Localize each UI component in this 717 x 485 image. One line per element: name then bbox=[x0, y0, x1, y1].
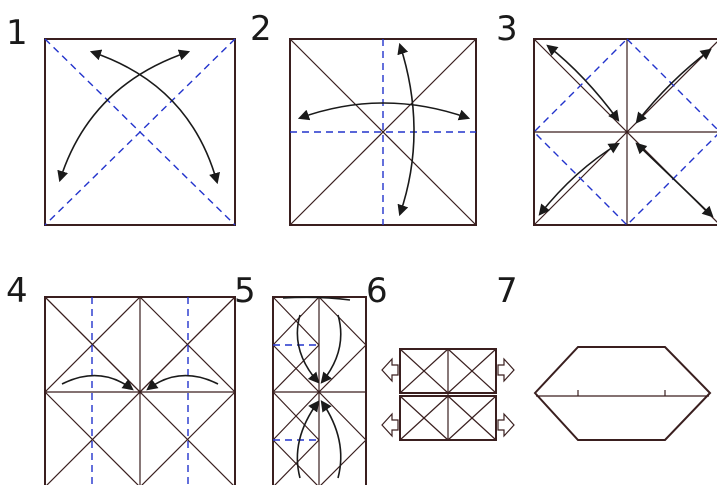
step-number-6: 6 bbox=[366, 271, 388, 311]
pull-out-arrow-icon bbox=[381, 412, 399, 438]
crease-line bbox=[274, 439, 320, 485]
fold-unfold-arrow bbox=[57, 49, 191, 183]
crease-line bbox=[318, 296, 367, 346]
crease-line bbox=[399, 348, 449, 394]
pull-out-arrow-icon bbox=[497, 412, 515, 438]
step-7-diagram bbox=[533, 346, 712, 441]
crease-line bbox=[272, 391, 320, 441]
step-6-diagram bbox=[381, 348, 515, 441]
crease-line bbox=[289, 38, 477, 226]
step-2-diagram bbox=[289, 38, 477, 226]
crease-line bbox=[272, 296, 320, 346]
crease-line bbox=[399, 395, 449, 441]
step-4-diagram bbox=[44, 296, 236, 485]
crease-line bbox=[139, 296, 236, 393]
fold-arrow bbox=[320, 314, 342, 384]
crease-line bbox=[318, 391, 367, 441]
step-3-diagram bbox=[533, 38, 717, 226]
step-5-diagram bbox=[272, 296, 367, 485]
fold-arrow bbox=[61, 374, 134, 391]
fold-arrow bbox=[320, 400, 342, 479]
fold-arrow bbox=[296, 400, 320, 479]
step-1-diagram bbox=[44, 38, 236, 226]
fold-unfold-arrow bbox=[297, 102, 471, 121]
step-number-1: 1 bbox=[6, 13, 28, 53]
fold-unfold-arrow bbox=[635, 142, 714, 218]
crease-line bbox=[44, 391, 139, 485]
crease-line bbox=[141, 391, 236, 485]
step-number-2: 2 bbox=[250, 9, 272, 49]
pull-out-arrow-icon bbox=[497, 357, 515, 383]
crease-line bbox=[318, 344, 367, 393]
step-number-4: 4 bbox=[6, 271, 28, 311]
paper-square bbox=[44, 38, 236, 226]
paper-edge-curve bbox=[282, 296, 351, 301]
step-number-3: 3 bbox=[496, 9, 518, 49]
fold-unfold-arrow bbox=[635, 48, 712, 124]
crease-line bbox=[44, 296, 141, 393]
step-number-5: 5 bbox=[234, 271, 256, 311]
fold-arrow bbox=[296, 314, 320, 384]
fold-arrow bbox=[146, 374, 219, 391]
fold-unfold-arrow bbox=[538, 142, 620, 216]
crease-line bbox=[320, 439, 367, 485]
final-hexagon-shape bbox=[533, 346, 712, 441]
crease-line bbox=[272, 344, 320, 393]
fold-unfold-arrow bbox=[397, 42, 415, 217]
step-number-7: 7 bbox=[496, 271, 518, 311]
crease-line bbox=[447, 348, 497, 394]
pull-out-arrow-icon bbox=[381, 357, 399, 383]
fold-unfold-arrow bbox=[546, 44, 620, 122]
crease-line bbox=[447, 395, 497, 441]
